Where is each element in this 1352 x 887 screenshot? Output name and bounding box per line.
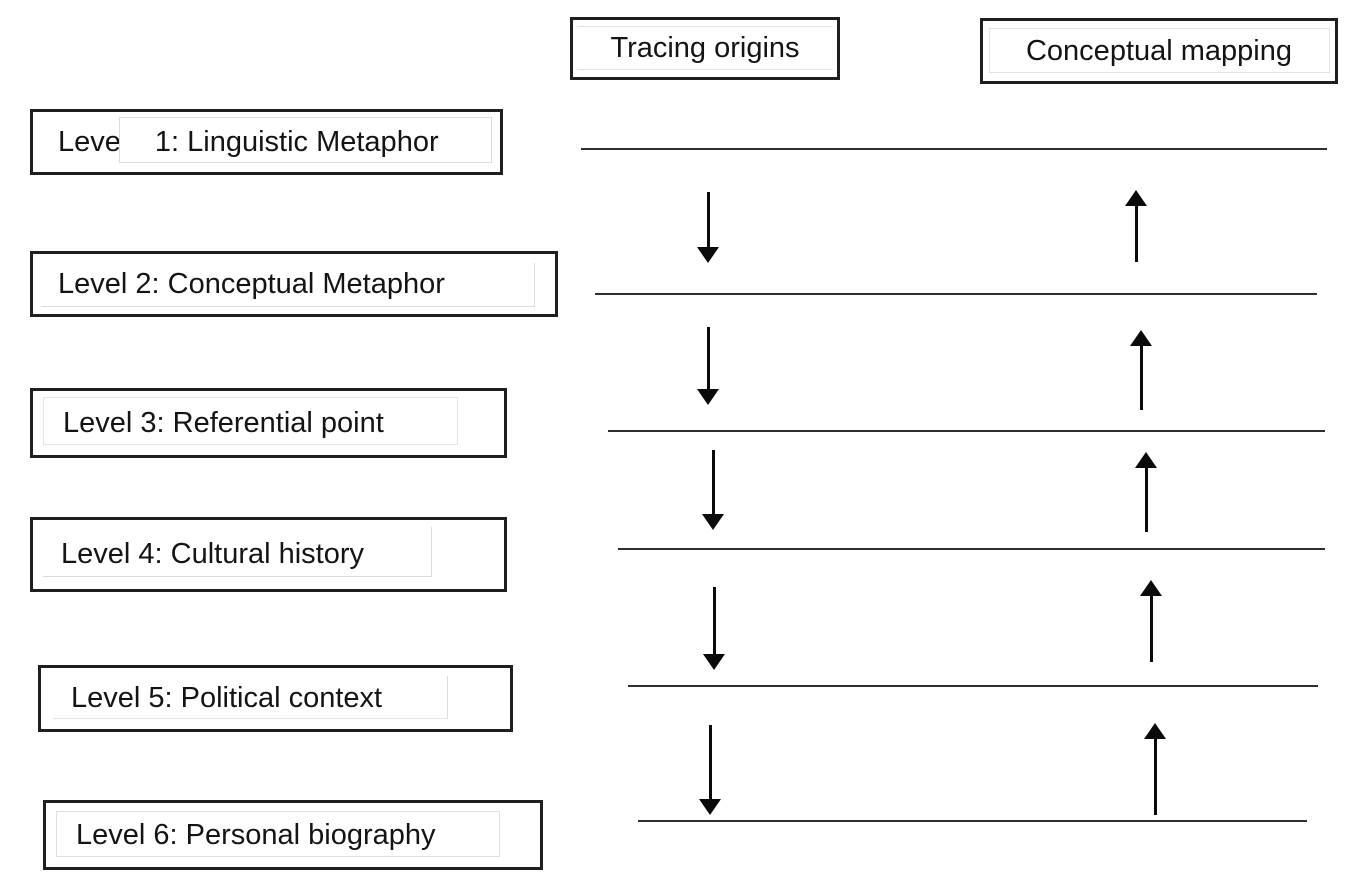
down-arrow-icon-2 <box>696 327 720 405</box>
separator-line-1 <box>581 148 1327 150</box>
up-arrow-icon-3 <box>1134 452 1158 532</box>
arrow-shaft <box>1134 204 1138 262</box>
arrow-shaft <box>1153 737 1157 815</box>
level-2-box: Level 2: Conceptual Metaphor <box>30 251 558 317</box>
arrow-head <box>699 799 721 815</box>
arrow-head <box>1140 580 1162 596</box>
arrow-head <box>1130 330 1152 346</box>
separator-line-4 <box>618 548 1325 550</box>
arrow-shaft <box>712 587 716 656</box>
down-arrow-icon-1 <box>696 192 720 263</box>
down-arrow-icon-5 <box>698 725 722 815</box>
down-arrow-icon-4 <box>702 587 726 670</box>
level-3-label: Level 3: Referential point <box>63 406 384 439</box>
level-5-label: Level 5: Political context <box>71 682 383 714</box>
arrow-shaft <box>708 725 712 801</box>
level-1-box: Leve 1: Linguistic Metaphor <box>30 109 503 175</box>
separator-line-2 <box>595 293 1317 295</box>
arrow-shaft <box>1149 594 1153 662</box>
level-3-box: Level 3: Referential point <box>30 388 507 458</box>
tracing-origins-header: Tracing origins <box>570 17 840 80</box>
level-1-label: 1: Linguistic Metaphor <box>154 125 439 158</box>
arrow-head <box>1125 190 1147 206</box>
up-arrow-icon-4 <box>1139 580 1163 662</box>
level-4-label: Level 4: Cultural history <box>61 538 365 570</box>
down-arrow-icon-3 <box>701 450 725 530</box>
level-6-box: Level 6: Personal biography <box>43 800 543 870</box>
up-arrow-icon-5 <box>1143 723 1167 815</box>
arrow-head <box>697 389 719 405</box>
level-6-label: Level 6: Personal biography <box>76 818 436 851</box>
up-arrow-icon-1 <box>1124 190 1148 262</box>
arrow-shaft <box>711 450 715 516</box>
level-1-label-prefix: Leve <box>58 125 121 158</box>
separator-line-6 <box>638 820 1307 822</box>
arrow-head <box>697 247 719 263</box>
arrow-head <box>703 654 725 670</box>
arrow-head <box>702 514 724 530</box>
level-5-box: Level 5: Political context <box>38 665 513 732</box>
arrow-shaft <box>1144 466 1148 532</box>
separator-line-3 <box>608 430 1325 432</box>
arrow-head <box>1135 452 1157 468</box>
separator-line-5 <box>628 685 1318 687</box>
conceptual-mapping-label: Conceptual mapping <box>1025 34 1292 67</box>
arrow-shaft <box>1139 344 1143 410</box>
conceptual-mapping-header: Conceptual mapping <box>980 18 1338 84</box>
level-2-label: Level 2: Conceptual Metaphor <box>58 267 445 300</box>
tracing-origins-label: Tracing origins <box>610 32 800 64</box>
arrow-shaft <box>706 327 710 391</box>
up-arrow-icon-2 <box>1129 330 1153 410</box>
arrow-shaft <box>706 192 710 249</box>
arrow-head <box>1144 723 1166 739</box>
level-4-box: Level 4: Cultural history <box>30 517 507 592</box>
